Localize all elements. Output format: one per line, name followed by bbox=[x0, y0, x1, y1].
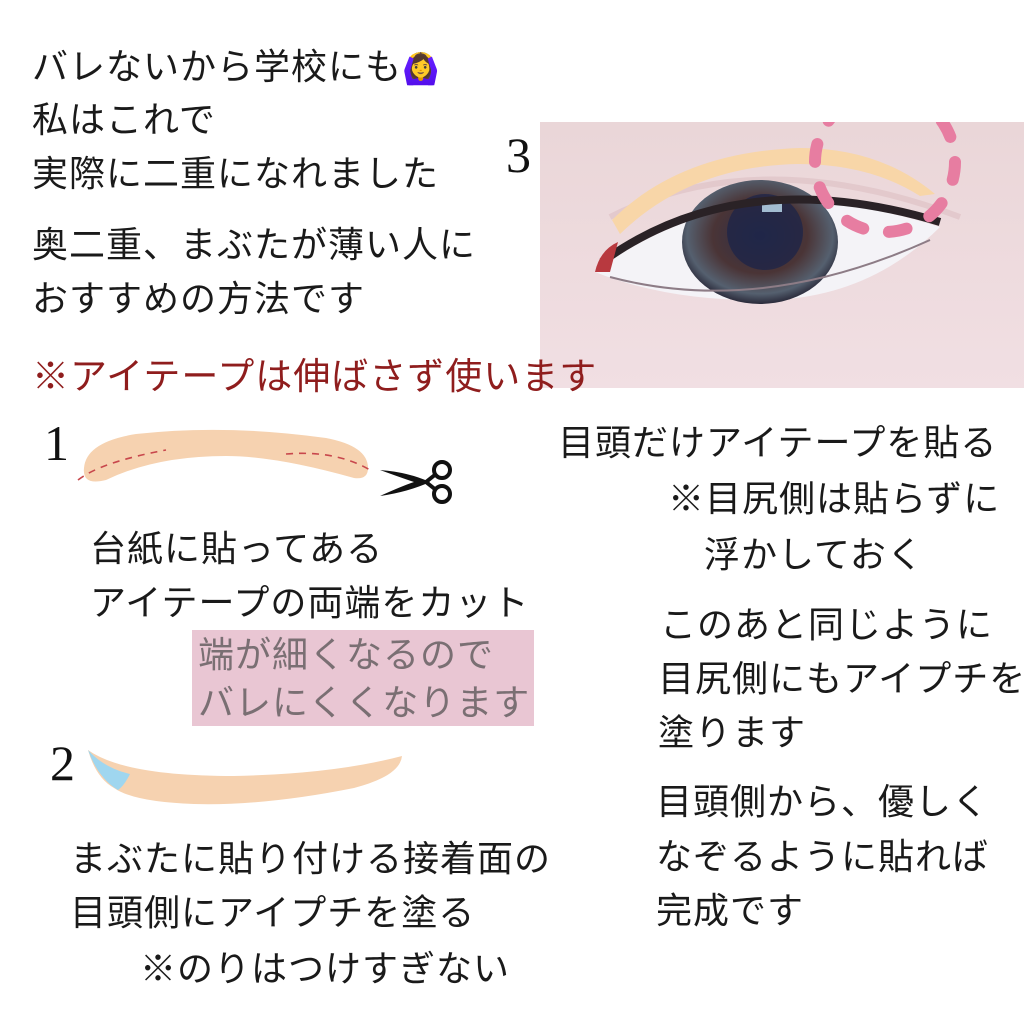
target-line-1: 奥二重、まぶたが薄い人に bbox=[32, 225, 477, 266]
target-line-2: おすすめの方法です bbox=[32, 279, 366, 320]
step-2-note: ※のりはつけすぎない bbox=[140, 949, 511, 990]
step-3-follow-line-1: このあと同じように bbox=[660, 605, 994, 646]
step-3-final-line-2: なぞるように貼れば bbox=[656, 837, 990, 878]
step-2-line-1: まぶたに貼り付ける接着面の bbox=[70, 839, 552, 880]
step-3-follow-line-2: 目尻側にもアイプチを bbox=[658, 659, 1024, 700]
step-3-follow-line-3: 塗ります bbox=[658, 713, 807, 754]
intro-text: バレないから学校にも bbox=[32, 47, 403, 88]
step-1-line-1: 台紙に貼ってある bbox=[90, 529, 384, 570]
warning-text: ※アイテープは伸ばさず使います bbox=[32, 355, 598, 398]
intro-line-1: バレないから学校にも🙆‍♀️ bbox=[32, 50, 440, 86]
step-2-line-2: 目頭側にアイプチを塗る bbox=[70, 893, 476, 934]
step-1-line-2: アイテープの両端をカット bbox=[90, 583, 530, 624]
step-3-line-1: 目頭だけアイテープを貼る bbox=[558, 423, 998, 464]
step-2-number: 2 bbox=[50, 735, 75, 791]
step-3-final-line-3: 完成です bbox=[656, 891, 805, 932]
step-1-number: 1 bbox=[44, 415, 69, 471]
step-3-note-line-1: ※目尻側は貼らずに bbox=[668, 479, 1001, 520]
step-1-note-box: 端が細くなるので バレにくくなります bbox=[192, 630, 534, 726]
step-1-note-line-2: バレにくくなります bbox=[198, 683, 531, 724]
step-3-number: 3 bbox=[506, 127, 531, 183]
step-3-note-line-2: 浮かしておく bbox=[704, 535, 924, 576]
step-1-note-line-1: 端が細くなるので bbox=[198, 635, 495, 676]
eye-illustration bbox=[540, 122, 1024, 388]
eye-photo bbox=[540, 122, 1024, 388]
scissors-icon bbox=[378, 460, 458, 504]
intro-line-3: 実際に二重になれました bbox=[32, 154, 440, 195]
intro-line-2: 私はこれで bbox=[32, 100, 216, 141]
dashed-circle-highlight bbox=[809, 122, 961, 238]
tape-cut-illustration bbox=[76, 420, 376, 490]
step-3-final-line-1: 目頭側から、優しく bbox=[656, 782, 990, 823]
glue-tape-illustration bbox=[84, 748, 404, 808]
ok-gesture-emoji-icon: 🙆‍♀️ bbox=[402, 52, 441, 87]
